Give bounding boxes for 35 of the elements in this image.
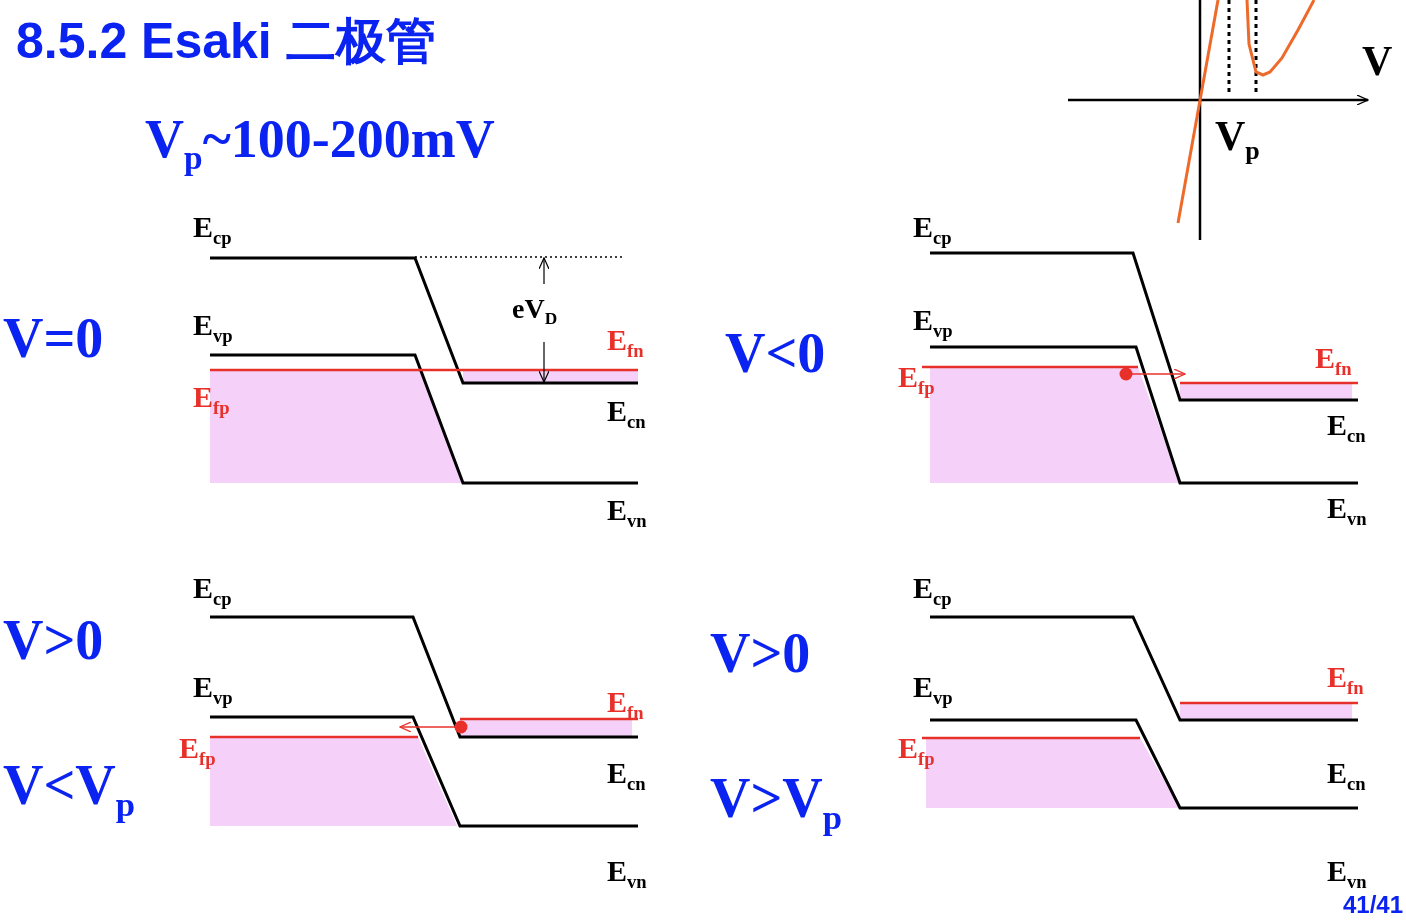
fermi-level-label: E$_{fn}$ bbox=[1315, 343, 1352, 379]
band-label: E$_{cn}$ bbox=[1327, 758, 1366, 794]
bias-condition-label: V>0 bbox=[3, 612, 104, 668]
band-label: E$_{vp}$ bbox=[193, 310, 233, 346]
bias-condition-label: V<V$_{p}$ bbox=[3, 757, 136, 823]
bias-condition-label: V=0 bbox=[3, 310, 104, 366]
band-label: E$_{cp}$ bbox=[193, 573, 232, 609]
voltage-range-label: V$_{p}$~100-200mV bbox=[145, 112, 495, 175]
band-label: E$_{cp}$ bbox=[193, 212, 232, 248]
band-label: E$_{vn}$ bbox=[607, 856, 647, 892]
page-number: 41/41 bbox=[1343, 893, 1404, 917]
axis-label: V$_{p}$ bbox=[1215, 115, 1260, 165]
band-label: E$_{vn}$ bbox=[1327, 493, 1367, 529]
fermi-level-label: E$_{fp}$ bbox=[898, 362, 935, 398]
barrier-label: eV$_{D}$ bbox=[512, 295, 558, 328]
band-label: E$_{vp}$ bbox=[193, 672, 233, 708]
fermi-level-label: E$_{fn}$ bbox=[1327, 662, 1364, 698]
band-label: E$_{cn}$ bbox=[607, 396, 646, 432]
band-label: E$_{vp}$ bbox=[913, 305, 953, 341]
band-label: E$_{vn}$ bbox=[1327, 856, 1367, 892]
band-label: E$_{vp}$ bbox=[913, 672, 953, 708]
band-label: E$_{cp}$ bbox=[913, 212, 952, 248]
bias-condition-label: V<0 bbox=[725, 325, 826, 381]
slide-title: 8.5.2 Esaki 二极管 bbox=[16, 14, 436, 69]
bias-condition-label: V>V$_{p}$ bbox=[710, 770, 843, 836]
fermi-level-label: E$_{fp}$ bbox=[193, 382, 230, 418]
band-label: E$_{cn}$ bbox=[1327, 410, 1366, 446]
axis-label: V bbox=[1362, 40, 1393, 82]
fermi-level-label: E$_{fn}$ bbox=[607, 325, 644, 361]
bias-condition-label: V>0 bbox=[710, 625, 811, 681]
fermi-level-label: E$_{fp}$ bbox=[179, 733, 216, 769]
band-label: E$_{cn}$ bbox=[607, 758, 646, 794]
fermi-level-label: E$_{fp}$ bbox=[898, 733, 935, 769]
band-label: E$_{cp}$ bbox=[913, 573, 952, 609]
band-label: E$_{vn}$ bbox=[607, 495, 647, 531]
